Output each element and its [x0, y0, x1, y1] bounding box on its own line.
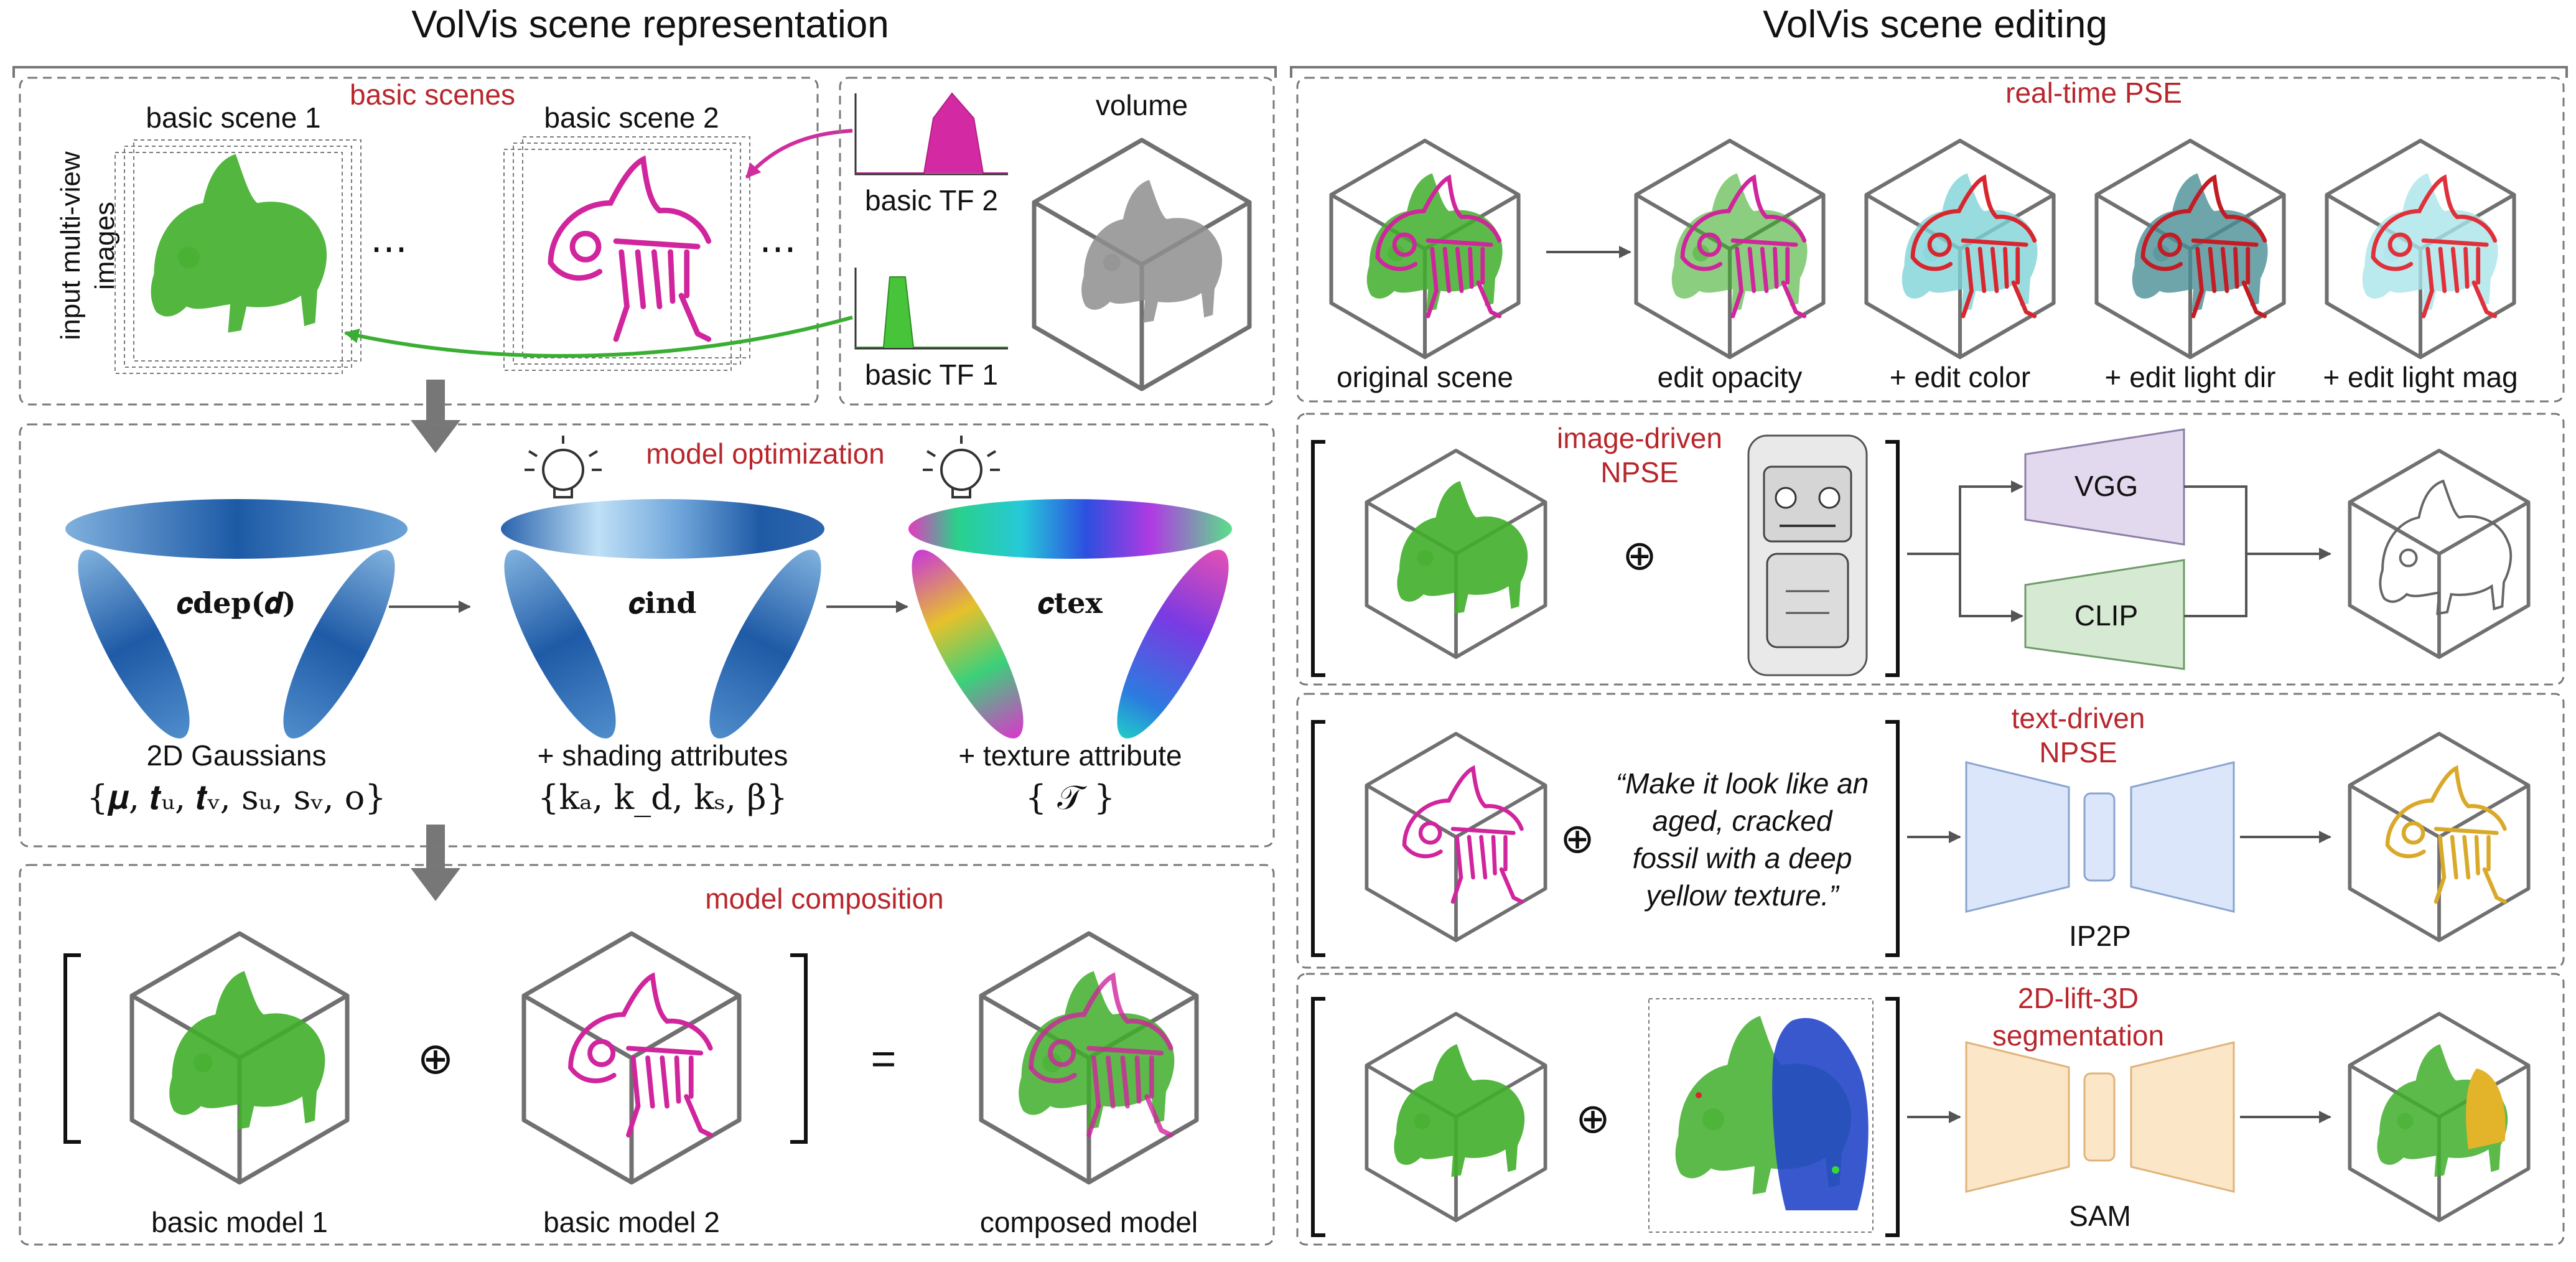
down-arrow-2: [411, 825, 460, 901]
text-prompt: “Make it look like an aged, cracked foss…: [1616, 767, 1869, 912]
left-section-title: VolVis scene representation: [411, 3, 889, 46]
seg-output-render: [2377, 1044, 2508, 1177]
oplus-icon: ⊕: [1622, 532, 1656, 578]
text-driven-title-1: text-driven: [2012, 702, 2145, 734]
composed-model-label: composed model: [980, 1206, 1198, 1238]
tf2-curve: [856, 92, 1008, 174]
clip-label: CLIP: [2074, 599, 2138, 632]
basic-scene-1-image: [151, 154, 327, 333]
realtime-pse-panel: real-time PSE original scene ed: [1296, 77, 2565, 403]
seg-input-render: [1394, 1044, 1525, 1177]
equals-sign: =: [871, 1034, 897, 1083]
tf2-label: basic TF 2: [865, 184, 998, 217]
basic-scene-2-image: [551, 159, 709, 339]
col2-label: + shading attributes: [538, 739, 788, 772]
model-composition-panel: model composition basic model 1 ⊕ basic …: [19, 864, 1275, 1246]
right-header-bracket: [1290, 66, 2568, 78]
pse-opacity-render: [1671, 173, 1808, 317]
col1-formula: {𝝁, 𝒕ᵤ, 𝒕ᵥ, sᵤ, sᵥ, o}: [86, 778, 386, 817]
pse-label-3: + edit light dir: [2105, 361, 2276, 393]
vgg-block: [2024, 428, 2185, 546]
transfer-function-panel: basic TF 2 basic TF 1 volume: [839, 77, 1275, 406]
tf1-curve: [856, 276, 1008, 348]
right-section-title: VolVis scene editing: [1763, 3, 2107, 46]
tf2-to-scene2-arrow: [745, 129, 853, 179]
basic-scene-1-label: basic scene 1: [146, 101, 320, 134]
image-driven-output-render: [2379, 480, 2513, 615]
pse-title: real-time PSE: [2005, 77, 2182, 109]
image-driven-title-2: NPSE: [1600, 456, 1678, 488]
scene1-ellipsis: ⋯: [370, 228, 408, 269]
col3-formula: { 𝒯 }: [1025, 778, 1115, 817]
text-driven-title-2: NPSE: [2039, 736, 2117, 769]
pse-lightdir-render: [2132, 173, 2268, 317]
clip-block: [2024, 559, 2185, 670]
col3-label: + texture attribute: [958, 739, 1182, 772]
pse-lightmag-render: [2362, 173, 2498, 317]
scene2-ellipsis: ⋯: [759, 228, 796, 269]
pse-label-2: + edit color: [1890, 361, 2030, 393]
seg-title-1: 2D-lift-3D: [2018, 982, 2139, 1014]
model-optimization-panel: model optimization 𝒄dep(𝒅) 2D Gaussians …: [19, 423, 1275, 848]
prompt-line-3: yellow texture.”: [1644, 879, 1840, 912]
ip2p-label: IP2P: [2069, 920, 2131, 952]
sam-block: [1965, 1041, 2235, 1193]
basic-model-2-label: basic model 2: [543, 1206, 720, 1238]
left-header-bracket: [12, 66, 1277, 78]
prompt-line-0: “Make it look like an: [1616, 767, 1869, 800]
sam-label: SAM: [2069, 1200, 2131, 1232]
composed-model-render: [1019, 971, 1175, 1136]
basic-scenes-title: basic scenes: [350, 78, 515, 111]
lightbulb-icon: [923, 436, 1000, 498]
model-optimization-title: model optimization: [646, 437, 885, 470]
style-reference-statue: [1747, 434, 1868, 676]
lightbulb-icon: [525, 436, 602, 498]
basic-scenes-panel: basic scenes input multi-view images bas…: [19, 77, 853, 406]
col1-label: 2D Gaussians: [147, 739, 327, 772]
basic-model-1-label: basic model 1: [151, 1206, 328, 1238]
prompt-line-2: fossil with a deep: [1633, 842, 1852, 874]
pse-original-render: [1366, 173, 1503, 317]
right-bracket: [790, 953, 808, 1144]
image-driven-npse-panel: image-driven NPSE ⊕ VGG CLIP: [1296, 413, 2565, 686]
image-driven-title-1: image-driven: [1557, 422, 1722, 454]
col2-formula: {kₐ, k_d, kₛ, β}: [538, 778, 788, 817]
c-tex-symbol: 𝒄tex: [1038, 586, 1103, 620]
seg-title-2: segmentation: [1992, 1019, 2164, 1052]
tf1-to-scene1-arrow: [343, 316, 853, 358]
image-driven-input-render: [1397, 481, 1528, 614]
down-arrow-1: [411, 380, 460, 453]
oplus-icon: ⊕: [1575, 1095, 1610, 1141]
pse-label-0: original scene: [1337, 361, 1513, 393]
gaussians-textured: 𝒄tex: [908, 499, 1232, 739]
left-bracket: [63, 953, 81, 1144]
oplus-icon: ⊕: [418, 1034, 454, 1083]
model-composition-title: model composition: [705, 882, 944, 915]
volume-label: volume: [1096, 89, 1188, 121]
pse-label-4: + edit light mag: [2323, 361, 2518, 393]
prompt-line-1: aged, cracked: [1653, 805, 1833, 837]
gaussians-shaded: 𝒄ind: [501, 499, 824, 739]
c-ind-symbol: 𝒄ind: [629, 586, 697, 620]
segmentation-panel: 2D-lift-3D segmentation ⊕ SAM: [1296, 973, 2565, 1246]
gaussians-plain: 𝒄dep(𝒅): [65, 499, 408, 739]
basic-scene-2-label: basic scene 2: [544, 101, 719, 134]
ip2p-block: [1965, 761, 2235, 913]
vgg-label: VGG: [2074, 470, 2138, 502]
basic-model-2-render: [571, 976, 711, 1135]
pse-label-1: edit opacity: [1658, 361, 1803, 393]
basic-model-1-render: [169, 971, 325, 1129]
pse-color-render: [1902, 173, 2038, 317]
c-dep-symbol: 𝒄dep(𝒅): [177, 586, 296, 620]
seg-mask: [1772, 1017, 1869, 1210]
text-driven-npse-panel: text-driven NPSE ⊕ “Make it look like an…: [1296, 693, 2565, 969]
side-label-line1: input multi-view: [55, 151, 86, 340]
tf1-label: basic TF 1: [865, 358, 998, 391]
oplus-icon: ⊕: [1560, 815, 1594, 861]
volume-render: [1081, 180, 1223, 323]
